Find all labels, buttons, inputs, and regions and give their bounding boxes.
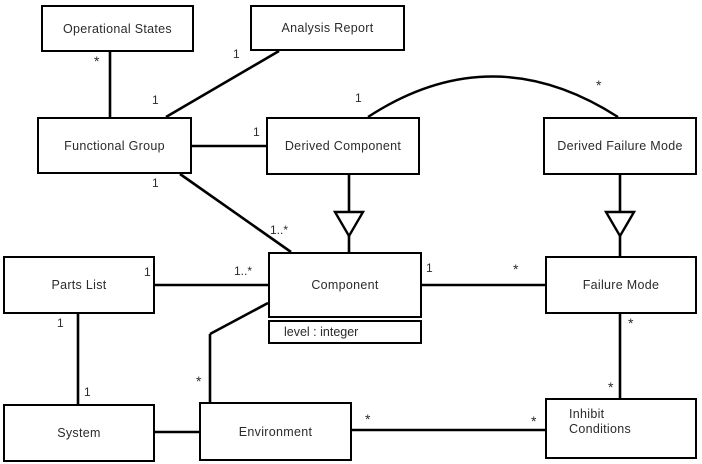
multiplicity-arc-left: 1 <box>355 91 362 105</box>
multiplicity-inhibit-conditions-top: * <box>608 379 614 395</box>
multiplicity-component-left: 1..* <box>234 264 253 278</box>
class-name-operational-states: Operational States <box>63 21 172 36</box>
multiplicity-component-right: 1 <box>426 261 433 275</box>
class-name-parts-list: Parts List <box>51 278 107 292</box>
multiplicity-functional-group-analysis-report: 1 <box>233 47 240 61</box>
class-box-system[interactable]: System <box>3 404 155 462</box>
multiplicity-functional-group-top: 1 <box>152 93 159 107</box>
attribute-level: level : integer <box>284 325 359 339</box>
multiplicity-component-environment: * <box>196 373 202 389</box>
class-box-environment[interactable]: Environment <box>199 402 352 461</box>
edge-component-environment-diagonal <box>209 301 269 336</box>
generalization-triangle-component <box>332 210 366 239</box>
multiplicity-functional-group-component: 1..* <box>270 223 289 237</box>
multiplicity-inhibit-conditions-left: * <box>531 413 537 429</box>
multiplicity-functional-group-bottom: 1 <box>152 176 159 190</box>
class-name-component: Component <box>311 278 379 292</box>
class-name-analysis-report: Analysis Report <box>281 21 374 35</box>
multiplicity-failure-mode-bottom: * <box>628 315 634 331</box>
class-box-functional-group[interactable]: Functional Group <box>37 117 192 174</box>
class-name-functional-group: Functional Group <box>64 138 165 153</box>
multiplicity-parts-list-right: 1 <box>144 265 151 279</box>
class-box-component[interactable]: Component <box>268 252 422 318</box>
edge-derived-component-derived-failure-mode <box>367 75 619 119</box>
multiplicity-derived-component-left: 1 <box>253 125 260 139</box>
class-box-operational-states[interactable]: Operational States <box>41 5 194 52</box>
multiplicity-arc-right: * <box>596 77 602 93</box>
multiplicity-parts-list-bottom: 1 <box>57 316 64 330</box>
class-name-system: System <box>57 426 101 440</box>
multiplicity-system-top: 1 <box>84 385 91 399</box>
class-name-environment: Environment <box>238 424 313 439</box>
class-box-inhibit-conditions[interactable]: Inhibit Conditions <box>545 398 697 459</box>
class-box-parts-list[interactable]: Parts List <box>3 256 155 314</box>
multiplicity-environment-right: * <box>365 411 371 427</box>
class-box-failure-mode[interactable]: Failure Mode <box>545 256 697 314</box>
class-name-derived-failure-mode: Derived Failure Mode <box>557 139 683 153</box>
class-box-derived-component[interactable]: Derived Component <box>266 117 420 175</box>
class-name-derived-component: Derived Component <box>284 139 402 153</box>
generalization-triangle-failure-mode <box>603 210 637 239</box>
class-attribute-compartment-component[interactable]: level : integer <box>268 320 422 344</box>
multiplicity-operational-states: * <box>94 53 100 69</box>
class-name-failure-mode: Failure Mode <box>582 278 660 292</box>
class-box-derived-failure-mode[interactable]: Derived Failure Mode <box>543 117 697 175</box>
edge-functional-group-component <box>179 172 292 254</box>
multiplicity-failure-mode-left: * <box>513 261 519 277</box>
class-box-analysis-report[interactable]: Analysis Report <box>250 5 405 51</box>
edge-functional-group-analysis-report <box>165 49 280 119</box>
class-name-inhibit-conditions: Inhibit Conditions <box>569 407 632 436</box>
